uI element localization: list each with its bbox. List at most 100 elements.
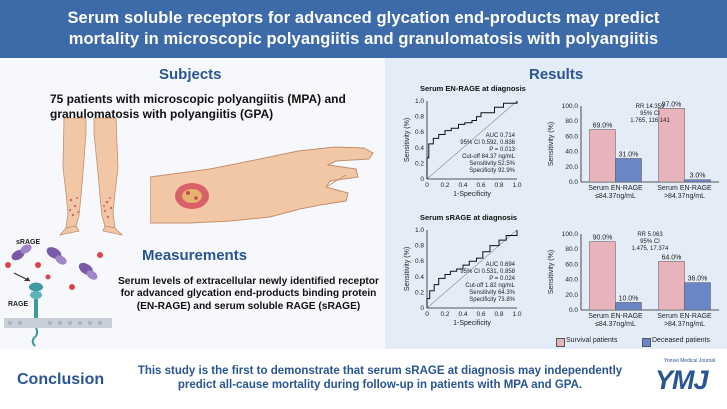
bar1-annotation: 95% CI [640, 111, 660, 117]
bar2-y-tick: 100.0 [562, 231, 579, 238]
bar1-value-label: 97.0% [662, 101, 682, 108]
bar2-bar [615, 302, 642, 311]
bar2-annotation: RR 5.063 [637, 232, 663, 238]
results-panel: Results Serum EN-RAGE at diagnosis 0 0.2 0… [385, 58, 727, 349]
roc1-x-tick: 0.6 [476, 182, 485, 189]
bar2-bar [684, 282, 711, 311]
roc1-y-tick: 1.0 [415, 98, 424, 105]
roc2-annotation: 95% CI 0.531, 0.858 [460, 269, 515, 275]
bar1-category-label: Serum EN-RAGE [657, 185, 712, 192]
roc2-annotation: P = 0.024 [489, 276, 515, 282]
roc1-reference-line [426, 100, 518, 180]
bar2-category-label: Serum EN-RAGE [588, 313, 643, 320]
bar1-y-tick: 40.0 [565, 149, 578, 156]
roc2-x-tick: 0.4 [458, 311, 467, 318]
bar2-category-label: Serum EN-RAGE [657, 313, 712, 320]
roc2-x-tick: 0.6 [476, 311, 485, 318]
bar1-value-label: 69.0% [593, 123, 613, 130]
bar2-value-label: 10.0% [619, 295, 639, 302]
roc2-y-tick: 0.4 [415, 274, 424, 281]
bar2-y-label: Sensitivity (%) [548, 250, 555, 294]
bar1-value-label: 31.0% [619, 151, 639, 158]
title-line-2: mortality in microscopic polyangiitis an… [68, 30, 659, 48]
bar2-category-label: ≤84.37ng/mL [595, 321, 636, 328]
roc2-x-label: 1-Specificity [453, 320, 491, 327]
bar1-y-tick: 0.0 [569, 179, 578, 186]
results-title: Results [529, 66, 584, 83]
roc2-y-tick: 0.8 [415, 243, 424, 250]
roc2-reference-line [426, 229, 518, 309]
bar2-y-tick: 80.0 [565, 246, 578, 253]
header-banner: Serum soluble receptors for advanced gly… [0, 0, 727, 58]
roc1-annotation: Sensitivity 52.5% [469, 161, 515, 167]
roc2-y-tick: 0.2 [415, 289, 424, 296]
bar2-category-label: >84.37ng/mL [664, 321, 705, 328]
roc2-annotation: AUC 0.694 [486, 262, 516, 268]
roc2-annotation: Cut-off 1.82 ng/mL [465, 283, 515, 289]
roc2-x-tick: 0 [425, 311, 429, 318]
bar1-bar [658, 108, 685, 183]
legend-deceased-swatch [642, 338, 651, 347]
roc1-annotation: Specificity 92.9% [469, 168, 515, 174]
bar1-y-tick: 20.0 [565, 164, 578, 171]
roc1-y-tick: 0.6 [415, 129, 424, 136]
roc1-x-tick: 0.4 [458, 182, 467, 189]
roc1-y-tick: 0.2 [415, 160, 424, 167]
roc1-annotation: 95% CI 0.592, 0.836 [460, 140, 515, 146]
bar1-y-tick: 80.0 [565, 118, 578, 125]
bar1-annotation: RR 14.359 [636, 104, 665, 110]
bar2-value-label: 64.0% [662, 254, 682, 261]
conclusion-text: This study is the first to demonstrate t… [137, 365, 623, 391]
roc2-annotation: Specificity 73.8% [469, 297, 515, 303]
bar1-bar [589, 129, 616, 183]
roc-chart-srage: Serum sRAGE at diagnosis 0 0.2 0.4 0.6 0.8 1.… [404, 213, 522, 327]
bar2-annotation: 95% CI [640, 239, 660, 245]
legend: Survival patients Deceased patients [556, 336, 726, 348]
roc2-y-tick: 1.0 [415, 227, 424, 234]
journal-name: Yonsei Medical Journal [664, 358, 716, 364]
bar2-y-tick: 60.0 [565, 261, 578, 268]
bar2-y-tick: 40.0 [565, 277, 578, 284]
bar2-annotation: 1.475, 17.374 [632, 246, 669, 252]
conclusion-title: Conclusion [17, 371, 105, 388]
roc1-roc-curve [426, 101, 518, 179]
left-panel: Subjects 75 patients with microscopic po… [0, 58, 385, 349]
bar2-y-tick: 0.0 [569, 307, 578, 314]
roc1-x-label: 1-Specificity [453, 191, 491, 198]
roc2-title: Serum sRAGE at diagnosis [420, 213, 517, 222]
title-line-1: Serum soluble receptors for advanced gly… [67, 9, 660, 27]
bar1-y-tick: 60.0 [565, 133, 578, 140]
hand-illustration [150, 146, 374, 224]
roc2-x-tick: 1.0 [512, 311, 521, 318]
bar1-bar [684, 179, 711, 183]
receptor-diagram: sRAGE RAGE [4, 239, 112, 347]
roc2-x-tick: 0.8 [494, 311, 503, 318]
legs-illustration [58, 118, 124, 236]
bar2-value-label: 90.0% [593, 235, 613, 242]
roc2-annotation: Sensitivity 64.3% [469, 290, 515, 296]
conclusion-footer: Conclusion This study is the first to de… [0, 349, 727, 409]
bar2-bar [658, 261, 685, 311]
roc1-x-tick: 0 [425, 182, 429, 189]
bar2-value-label: 36.0% [688, 276, 708, 283]
roc1-y-tick: 0.4 [415, 145, 424, 152]
roc1-y-tick: 0 [420, 176, 424, 183]
bar1-category-label: ≤84.37ng/mL [595, 193, 636, 200]
legend-survival-swatch [556, 338, 565, 347]
roc2-y-label: Sensitivity (%) [404, 247, 411, 291]
bar1-y-label: Sensitivity (%) [548, 122, 555, 166]
bar1-annotation: 1.765, 116.141 [630, 118, 670, 124]
measurements-text: Serum levels of extracellular newly iden… [117, 276, 379, 312]
roc2-x-tick: 0.2 [440, 311, 449, 318]
legend-deceased-label: Deceased patients [652, 337, 710, 344]
roc1-title: Serum EN-RAGE at diagnosis [420, 84, 526, 93]
rage-label: RAGE [8, 301, 29, 308]
roc1-y-label: Sensitivity (%) [404, 118, 411, 162]
srage-label: sRAGE [16, 239, 40, 246]
bar2-bar [589, 241, 616, 311]
roc1-annotation: AUC 0.714 [486, 133, 516, 139]
measurements-title: Measurements [142, 247, 248, 264]
